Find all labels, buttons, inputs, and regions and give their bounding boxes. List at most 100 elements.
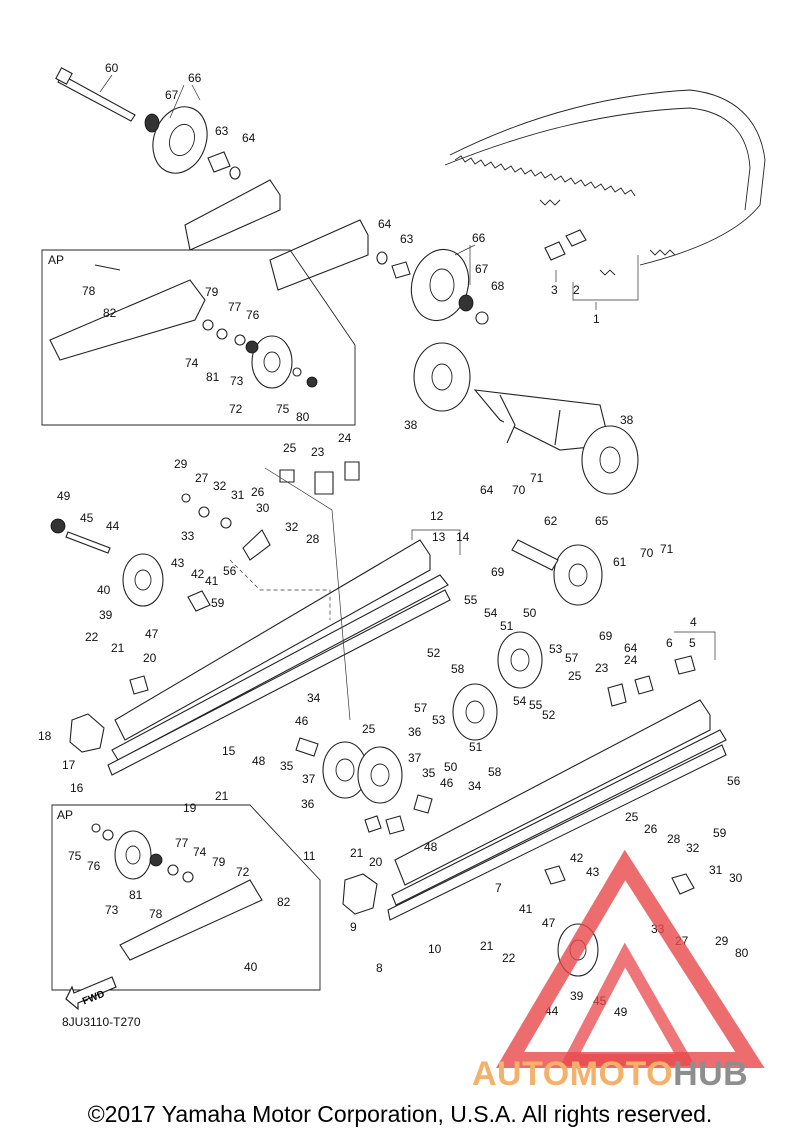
callout-3: 3 [551,283,558,297]
callout-34: 34 [468,779,482,793]
callout-33: 27 [675,934,689,948]
callout-78: 78 [82,284,96,298]
callout-30: 30 [256,501,270,515]
wheel-66-mid [376,248,489,325]
callout-10: 10 [428,942,442,956]
callout-57: 57 [414,701,428,715]
callout-75: 76 [87,859,101,873]
callout-15: 15 [222,744,236,758]
callout-77: 77 [228,300,242,314]
callout-48: 48 [252,754,266,768]
callout-48: 48 [424,840,438,854]
callout-13: 13 [432,530,446,544]
callout-25: 25 [625,810,639,824]
callout-80: 80 [296,410,310,424]
callout-16: 16 [70,781,84,795]
track-belt [444,89,766,276]
callout-74: 74 [185,356,199,370]
callout-28: 28 [667,832,681,846]
callout-79: 72 [236,865,250,879]
callout-81: 78 [149,907,163,921]
callout-51: 51 [500,619,514,633]
side-rail-upper [184,179,369,291]
parts-diagram: 60 66 67 63 64 64 63 66 67 68 3 2 1 78 8… [38,61,766,1019]
callout-58: 58 [451,662,465,676]
callout-19: 19 [183,801,197,815]
callout-14: 14 [456,530,470,544]
callout-25: 25 [283,441,297,455]
callout-37: 37 [408,751,422,765]
callout-45: 49 [614,1005,628,1019]
callout-81: 81 [206,370,220,384]
callout-26: 26 [644,822,658,836]
callout-37: 37 [302,772,316,786]
callout-39: 44 [545,1004,559,1018]
callout-75: 75 [276,402,290,416]
callout-5: 5 [689,636,696,650]
callout-22: 22 [502,951,516,965]
callout-50: 50 [523,606,537,620]
callout-73: 73 [230,374,244,388]
callout-42: 42 [570,851,584,865]
callout-33: 33 [181,529,195,543]
copyright-notice: ©2017 Yamaha Motor Corporation, U.S.A. A… [87,1101,713,1127]
callout-54: 54 [513,694,527,708]
callout-55: 55 [464,593,478,607]
callout-65: 65 [595,514,609,528]
callout-82: 82 [103,306,117,320]
callout-66: 66 [472,231,486,245]
callout-53: 53 [549,642,563,656]
diagram-code: 8JU3110-T270 [62,1015,141,1029]
callout-56: 56 [727,774,741,788]
callout-49: 49 [57,489,71,503]
callout-78: 82 [277,895,291,909]
callout-40: 40 [97,583,111,597]
callout-45: 45 [80,511,94,525]
callout-47: 47 [542,916,556,930]
callout-9: 9 [350,920,357,934]
callout-32: 32 [285,520,299,534]
callout-67: 67 [165,88,179,102]
callout-30: 33 [651,922,665,936]
callout-69: 69 [491,565,505,579]
callout-69: 69 [599,629,613,643]
callout-8: 8 [376,961,383,975]
callout-27: 29 [715,934,729,948]
callout-56: 56 [223,564,237,578]
callout-38: 38 [620,413,634,427]
callout-36: 36 [408,725,422,739]
callout-11: 11 [303,849,316,863]
callout-21: 21 [480,939,494,953]
callout-20: 20 [143,651,157,665]
callout-41: 41 [519,902,533,916]
callout-47: 47 [145,627,159,641]
callout-32: 32 [213,479,227,493]
callout-26: 26 [251,485,265,499]
callout-41: 41 [205,574,219,588]
callout-54: 54 [484,606,498,620]
callout-38: 38 [404,418,418,432]
callout-35: 35 [422,766,436,780]
callout-57: 57 [565,651,579,665]
callout-79: 79 [205,285,219,299]
callout-29: 80 [735,946,749,960]
inset-box-lower [51,804,321,991]
callout-64: 64 [242,131,256,145]
callout-58: 58 [488,765,502,779]
left-small-parts [50,461,360,753]
callout-23: 23 [311,445,325,459]
callout-71: 71 [530,471,544,485]
right-rail [387,655,727,921]
callout-64: 64 [378,217,392,231]
callout-64: 64 [480,483,494,497]
callout-76: 76 [246,308,260,322]
left-rail [107,539,451,776]
watermark-text: AUTOMOTOHUB [472,1055,749,1093]
swing-arm [413,342,639,495]
callout-29: 29 [174,457,188,471]
callout-21: 21 [215,789,229,803]
callout-2: 2 [573,283,580,297]
callout-31: 31 [709,863,723,877]
callout-36: 36 [301,797,315,811]
callout-1: 1 [593,312,600,326]
